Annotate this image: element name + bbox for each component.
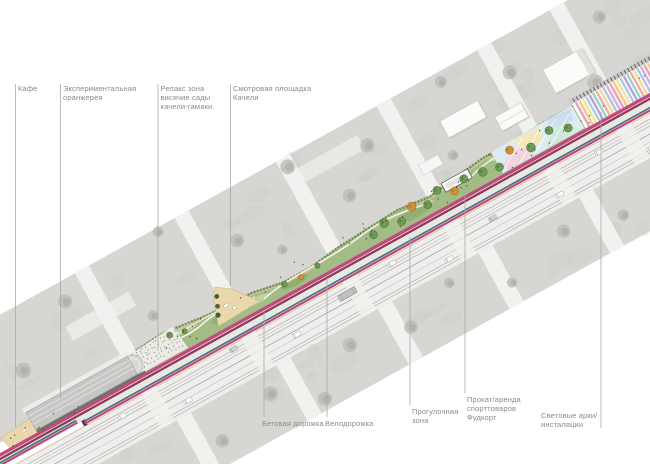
people-dots (10, 75, 646, 447)
viewing-platform (212, 286, 261, 327)
walking-strip (0, 36, 650, 464)
running-track (0, 31, 650, 464)
city-buildings (418, 47, 597, 176)
greenhouse-building (21, 350, 144, 432)
city-fabric-lower (0, 85, 650, 464)
cars (117, 144, 650, 421)
park-trees (166, 123, 573, 339)
light-arches (569, 48, 650, 130)
road-intersections (141, 123, 650, 430)
bike-track (0, 56, 650, 464)
leader-lines (15, 84, 602, 428)
